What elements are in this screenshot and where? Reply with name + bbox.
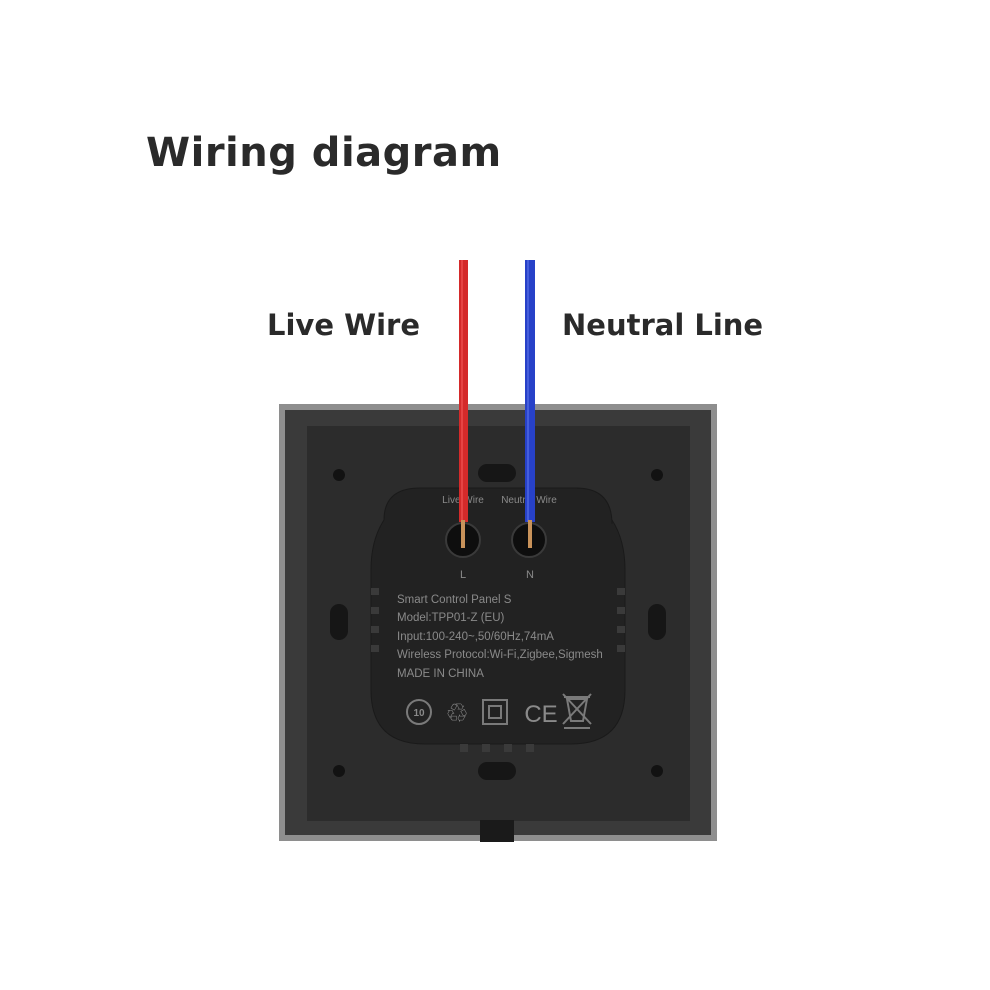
- ce-mark-icon: CE: [524, 701, 557, 728]
- model-text: Model:TPP01-Z (EU): [397, 612, 505, 624]
- product-name: Smart Control Panel S: [397, 594, 512, 606]
- vent-right: [617, 588, 625, 652]
- module-body: [370, 487, 626, 745]
- recycle-icon: ♲: [445, 698, 468, 728]
- eco-10-icon: 10: [406, 699, 432, 725]
- weee-bin-icon: [562, 693, 592, 729]
- neutral-line-label: Neutral Line: [562, 308, 764, 342]
- live-wire-label: Live Wire: [267, 308, 420, 342]
- origin-text: MADE IN CHINA: [397, 668, 484, 680]
- double-insulation-icon: [482, 699, 508, 725]
- vent-bottom: [460, 744, 534, 752]
- bottom-cable: [480, 820, 514, 842]
- vent-left: [371, 588, 379, 652]
- mount-slot: [330, 604, 348, 640]
- terminal-live-letter: L: [460, 569, 466, 581]
- mount-slot: [648, 604, 666, 640]
- screw-hole: [333, 765, 345, 777]
- terminal-neutral-letter: N: [526, 569, 534, 581]
- live-wire: [459, 260, 468, 548]
- mount-slot: [478, 762, 516, 780]
- neutral-wire: [525, 260, 535, 548]
- svg-text:10: 10: [413, 708, 425, 719]
- screw-hole: [651, 469, 663, 481]
- screw-hole: [651, 765, 663, 777]
- screw-hole: [333, 469, 345, 481]
- protocol-text: Wireless Protocol:Wi-Fi,Zigbee,Sigmesh: [397, 649, 603, 661]
- input-text: Input:100-240~,50/60Hz,74mA: [397, 631, 554, 643]
- mount-slot: [478, 464, 516, 482]
- page-title: Wiring diagram: [146, 130, 502, 176]
